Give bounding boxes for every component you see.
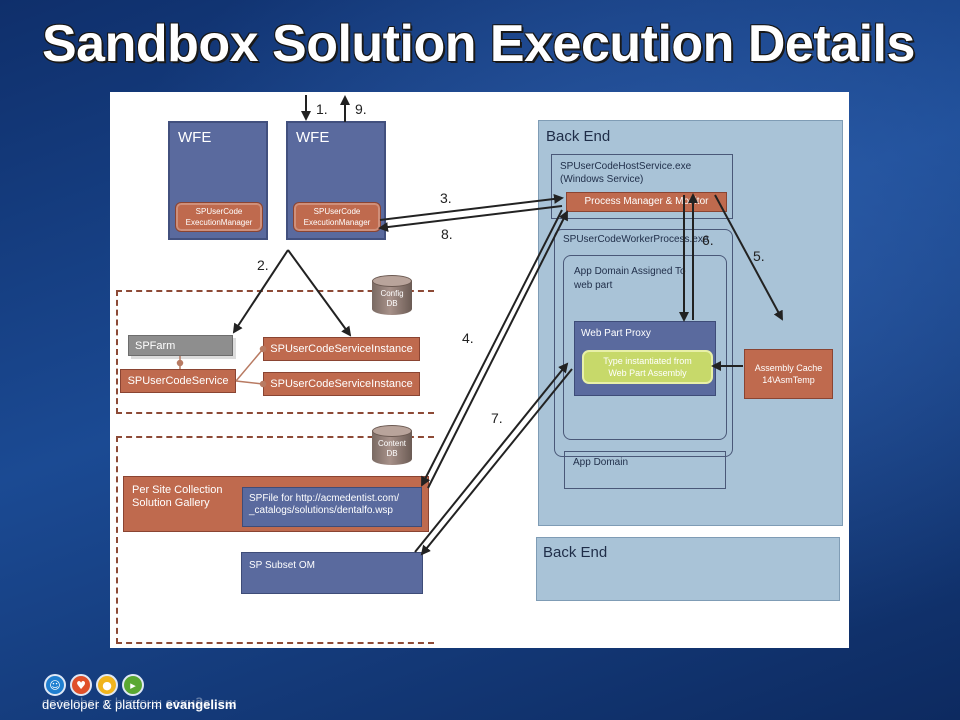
- app-domain-box: App Domain: [564, 451, 726, 489]
- arrow-step-7a: [414, 362, 569, 553]
- app-domain-assigned-line2: web part: [574, 280, 613, 291]
- slide-title: Sandbox Solution Execution Details: [42, 15, 915, 73]
- worker-process-label: SPUserCodeWorkerProcess.exe: [563, 234, 709, 245]
- footer-brand-reflection: developer & platform evangelism: [42, 697, 236, 712]
- service-instance-1-label: SPUserCodeServiceInstance: [270, 343, 413, 355]
- subset-om-label: SP Subset OM: [249, 560, 315, 571]
- app-domain-assigned-box: App Domain Assigned To web part Web Part…: [563, 255, 727, 440]
- back-end-2: Back End: [536, 537, 840, 601]
- process-manager-label: Process Manager & Monitor: [584, 196, 709, 207]
- spusercodeservice-box: SPUserCodeService: [120, 369, 236, 393]
- subset-om-box: SP Subset OM: [241, 552, 423, 594]
- footer-text-regular: developer & platform: [42, 697, 166, 712]
- back-end-1-label: Back End: [546, 128, 611, 145]
- content-region: [116, 436, 434, 644]
- app-domain-assigned-line1: App Domain Assigned To: [574, 266, 686, 277]
- host-service-line1: SPUserCodeHostService.exe: [560, 161, 692, 172]
- wfe-label-2: WFE: [296, 129, 330, 146]
- service-instance-1: SPUserCodeServiceInstance: [263, 337, 420, 361]
- footer-logo-row: ☺ ♥ ● ▸: [44, 674, 244, 702]
- spfile-box: SPFile for http://acmedentist.com/ _cata…: [242, 487, 422, 527]
- assembly-cache-line2: 14\AsmTemp: [762, 375, 815, 385]
- spfarm-box: SPFarm: [128, 335, 233, 356]
- arrow-step-8: [378, 205, 563, 233]
- back-end-2-label: Back End: [543, 544, 608, 561]
- config-db-line2: DB: [386, 299, 398, 308]
- heart-icon: ♥: [70, 674, 92, 696]
- config-db-line1: Config: [380, 289, 404, 298]
- wfe-box-2: WFE SPUserCode ExecutionManager: [286, 121, 386, 240]
- connector-dot-1: [259, 345, 267, 353]
- footer-reflect-bold: evangelism: [165, 697, 237, 712]
- instance-connector-2: [235, 380, 264, 385]
- architecture-diagram: WFE SPUserCode ExecutionManager WFE SPUs…: [110, 92, 849, 648]
- content-db-line1: Content: [377, 439, 407, 448]
- execution-manager-2-line1: SPUserCode: [313, 207, 361, 216]
- spfile-line1: SPFile for http://acmedentist.com/: [249, 493, 400, 504]
- assembly-cache-box: Assembly Cache 14\AsmTemp: [744, 349, 833, 399]
- service-instance-2-label: SPUserCodeServiceInstance: [270, 378, 413, 390]
- solution-gallery-line1: Per Site Collection: [132, 484, 223, 496]
- execution-manager-1-line1: SPUserCode: [195, 207, 243, 216]
- process-manager-box: Process Manager & Monitor: [566, 192, 727, 212]
- farm-config-region: [116, 290, 434, 414]
- arrow-step-2a: [232, 249, 289, 334]
- connector-dot-3: [176, 359, 184, 367]
- assembly-cache-line1: Assembly Cache: [754, 363, 823, 373]
- type-instantiated-line1: Type instantiated from: [603, 356, 692, 366]
- content-db-line2: DB: [386, 449, 398, 458]
- footer-brand-text: developer & platform evangelism: [42, 697, 236, 712]
- speaker-icon: ▸: [122, 674, 144, 696]
- lightbulb-icon: ●: [96, 674, 118, 696]
- arrow-step-2b: [287, 249, 352, 337]
- flow-arrows: [176, 95, 783, 556]
- host-service-text: SPUserCodeHostService.exe (Windows Servi…: [560, 160, 691, 186]
- step-label-6: 6.: [702, 232, 714, 248]
- web-part-proxy-label: Web Part Proxy: [581, 328, 651, 339]
- step-label-5: 5.: [753, 248, 765, 264]
- type-instantiated-line2: Web Part Assembly: [608, 368, 687, 378]
- app-domain-assigned-text: App Domain Assigned To web part: [574, 265, 686, 293]
- step-label-7: 7.: [491, 410, 503, 426]
- execution-manager-2: SPUserCode ExecutionManager: [293, 202, 381, 232]
- execution-manager-2-line2: ExecutionManager: [303, 218, 371, 227]
- spfile-line2: _catalogs/solutions/dentalfo.wsp: [249, 505, 393, 516]
- back-end-1: Back End SPUserCodeHostService.exe (Wind…: [538, 120, 843, 526]
- step-label-9: 9.: [355, 101, 367, 117]
- arrow-step-3: [379, 193, 564, 221]
- arrow-step-4b: [427, 210, 568, 489]
- wfe-label-1: WFE: [178, 129, 212, 146]
- host-service-line2: (Windows Service): [560, 174, 644, 185]
- spusercodeservice-label: SPUserCodeService: [127, 375, 229, 387]
- arrow-step-5: [714, 194, 783, 321]
- connector-dot-2: [259, 380, 267, 388]
- arrow-step-4a: [421, 209, 563, 487]
- person-icon: ☺: [44, 674, 66, 696]
- spfarm-label: SPFarm: [135, 340, 176, 352]
- worker-process-box: SPUserCodeWorkerProcess.exe App Domain A…: [554, 229, 733, 457]
- app-domain-label: App Domain: [573, 457, 629, 468]
- web-part-proxy-box: Web Part Proxy Type instantiated from We…: [574, 321, 716, 396]
- step-label-3: 3.: [440, 190, 452, 206]
- step-label-4: 4.: [462, 330, 474, 346]
- wfe-box-1: WFE SPUserCode ExecutionManager: [168, 121, 268, 240]
- instance-connector-1: [235, 348, 264, 382]
- step-label-2: 2.: [257, 257, 269, 273]
- host-service-box: SPUserCodeHostService.exe (Windows Servi…: [551, 154, 733, 219]
- step-label-1: 1.: [316, 101, 328, 117]
- execution-manager-1: SPUserCode ExecutionManager: [175, 202, 263, 232]
- arrow-step-7b: [420, 368, 573, 556]
- solution-gallery-line2: Solution Gallery: [132, 497, 210, 509]
- footer-reflect-regular: developer & platform: [42, 697, 166, 712]
- execution-manager-1-line2: ExecutionManager: [185, 218, 253, 227]
- step-label-8: 8.: [441, 226, 453, 242]
- footer-text-bold: evangelism: [165, 697, 237, 712]
